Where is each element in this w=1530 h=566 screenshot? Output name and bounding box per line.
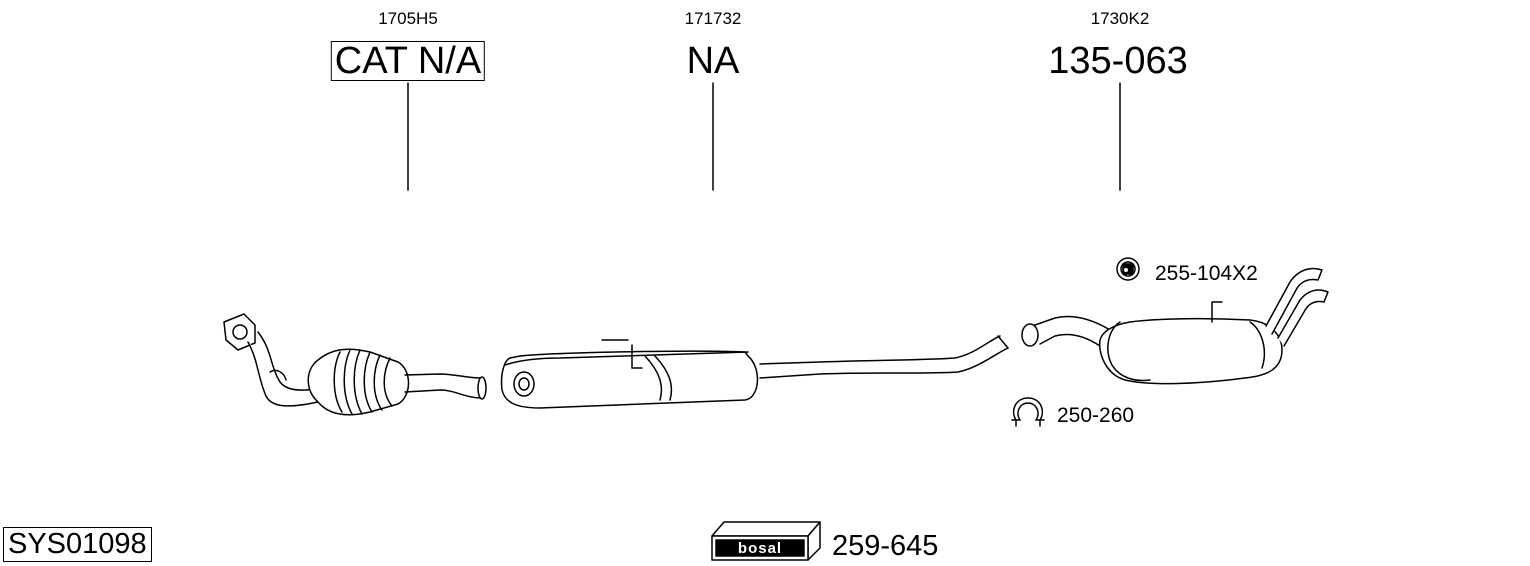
pipe-clamp-icon[interactable] [1011,397,1045,427]
catalytic-converter-icon[interactable] [223,313,487,416]
rubber-hanger-icon[interactable] [1116,257,1140,281]
system-number: SYS01098 [3,527,152,563]
bosal-box-icon[interactable] [711,521,821,561]
rear-silencer-icon[interactable] [1021,267,1329,385]
part-number-centre-silencer[interactable]: NA [686,40,740,82]
bosal-brand-text: bosal [738,540,782,557]
accessory-label-clamp[interactable]: 250-260 [1057,404,1135,427]
oe-number-centre-silencer: 171732 [684,9,742,28]
part-number-rear-silencer[interactable]: 135-063 [1048,40,1188,82]
accessory-label-hanger[interactable]: 255-104X2 [1155,262,1258,285]
centre-silencer-icon[interactable] [500,335,1009,409]
part-number-catalyst[interactable]: CAT N/A [330,41,486,81]
oe-number-rear-silencer: 1730K2 [1090,9,1150,28]
mounting-kit-label[interactable]: 259-645 [832,530,939,562]
oe-number-catalyst: 1705H5 [378,9,438,28]
